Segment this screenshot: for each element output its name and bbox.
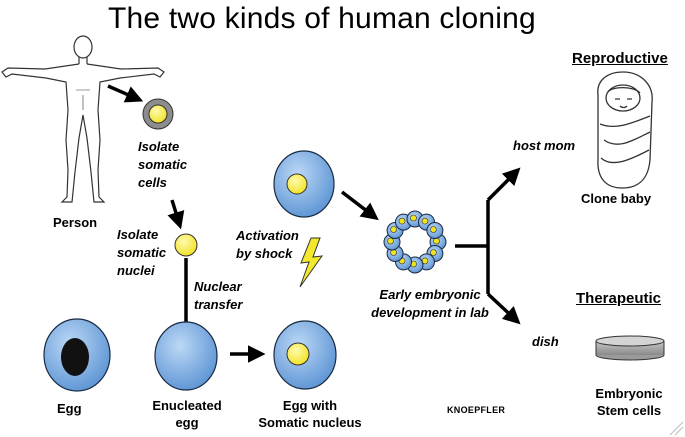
activated-cell bbox=[273, 150, 335, 218]
clone-baby-label: Clone baby bbox=[581, 191, 652, 206]
nuclear-transfer-label: Nuclear transfer bbox=[194, 279, 243, 312]
enucleated-egg bbox=[154, 321, 218, 391]
reproductive-header: Reproductive bbox=[572, 50, 668, 67]
blastomere-nucleus bbox=[421, 217, 429, 225]
blastomere-nucleus bbox=[430, 249, 437, 256]
therapeutic-header: Therapeutic bbox=[576, 290, 662, 307]
isolate-cells-label: Isolate somatic cells bbox=[138, 139, 188, 190]
author-signature: KNOEPFLER bbox=[447, 405, 506, 415]
activation-label: Activation by shock bbox=[236, 228, 299, 261]
host-mom-label: host mom bbox=[513, 138, 576, 153]
stem-cells-label: Embryonic Stem cells bbox=[595, 386, 663, 418]
egg-label: Egg bbox=[57, 401, 82, 416]
dish-label: dish bbox=[532, 334, 559, 349]
early-development-label: Early embryonic development in lab bbox=[371, 287, 489, 320]
blastomere-nucleus bbox=[390, 226, 397, 233]
lightning-bolt-icon bbox=[299, 237, 324, 288]
clone-baby-image bbox=[597, 71, 653, 189]
egg-with-nucleus-label: Egg with Somatic nucleus bbox=[258, 398, 362, 430]
somatic-cell bbox=[142, 98, 174, 130]
blastomere-nucleus bbox=[430, 226, 437, 233]
enucleated-egg-label: Enucleated egg bbox=[152, 398, 222, 430]
blastomere-nucleus bbox=[410, 214, 417, 222]
diagram-title: The two kinds of human cloning bbox=[108, 2, 536, 35]
arrow-to-embryo bbox=[340, 190, 379, 221]
isolated-nucleus bbox=[174, 233, 198, 257]
egg-cell bbox=[43, 318, 111, 392]
blastomere-nucleus bbox=[398, 217, 406, 225]
egg-with-somatic-nucleus bbox=[273, 320, 337, 390]
petri-dish-image bbox=[595, 335, 665, 361]
person-label: Person bbox=[53, 215, 98, 230]
branch-arrows bbox=[455, 167, 521, 325]
blastomere-nucleus bbox=[387, 237, 394, 245]
early-embryo bbox=[383, 210, 447, 274]
corner-hatch bbox=[669, 421, 684, 436]
isolate-nuclei-label: Isolate somatic nuclei bbox=[117, 227, 167, 278]
arrow-to-nuclei bbox=[167, 199, 185, 230]
arrow-to-somatic-cell bbox=[107, 84, 144, 103]
person-figure bbox=[1, 35, 165, 203]
